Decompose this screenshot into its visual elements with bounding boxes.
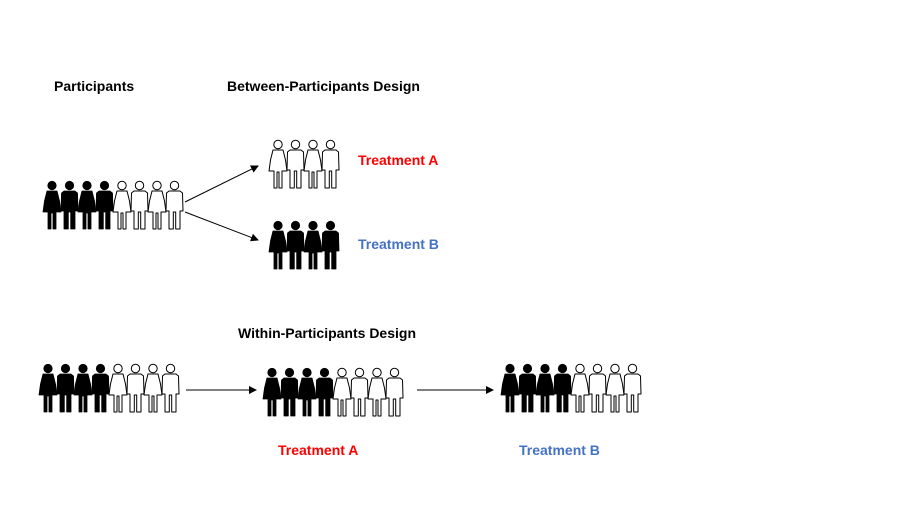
- within-design-title: Within-Participants Design: [238, 325, 416, 341]
- between-treatment-b-label: Treatment B: [358, 236, 439, 252]
- person-filled-icon: [303, 220, 323, 270]
- person-outline-icon: [385, 367, 404, 417]
- person-outline-icon: [303, 139, 323, 189]
- person-outline-icon: [321, 139, 340, 189]
- person-outline-icon: [126, 363, 145, 413]
- person-outline-icon: [108, 363, 128, 413]
- person-filled-icon: [321, 220, 340, 270]
- person-outline-icon: [268, 139, 288, 189]
- arrow-to-group-a: [184, 165, 259, 203]
- person-filled-icon: [535, 363, 555, 413]
- person-filled-icon: [91, 363, 110, 413]
- person-outline-icon: [588, 363, 607, 413]
- between-group-a: [268, 139, 340, 189]
- person-filled-icon: [262, 367, 282, 417]
- person-filled-icon: [315, 367, 334, 417]
- person-filled-icon: [297, 367, 317, 417]
- person-outline-icon: [161, 363, 180, 413]
- person-outline-icon: [143, 363, 163, 413]
- within-start-group: [38, 363, 180, 413]
- arrow-to-group-b: [184, 211, 259, 242]
- person-filled-icon: [77, 180, 97, 230]
- person-filled-icon: [268, 220, 288, 270]
- between-design-title: Between-Participants Design: [227, 78, 420, 94]
- person-filled-icon: [280, 367, 299, 417]
- person-filled-icon: [518, 363, 537, 413]
- person-outline-icon: [570, 363, 590, 413]
- person-outline-icon: [165, 180, 184, 230]
- person-outline-icon: [332, 367, 352, 417]
- person-outline-icon: [350, 367, 369, 417]
- person-outline-icon: [286, 139, 305, 189]
- person-filled-icon: [60, 180, 79, 230]
- person-filled-icon: [56, 363, 75, 413]
- person-outline-icon: [623, 363, 642, 413]
- person-filled-icon: [286, 220, 305, 270]
- person-outline-icon: [367, 367, 387, 417]
- within-treatment-a-label: Treatment A: [278, 442, 358, 458]
- person-filled-icon: [73, 363, 93, 413]
- within-after-b-group: [500, 363, 642, 413]
- person-filled-icon: [553, 363, 572, 413]
- within-after-a-group: [262, 367, 404, 417]
- person-filled-icon: [95, 180, 114, 230]
- person-filled-icon: [500, 363, 520, 413]
- within-treatment-b-label: Treatment B: [519, 442, 600, 458]
- person-outline-icon: [147, 180, 167, 230]
- participants-pool-group: [42, 180, 184, 230]
- participants-label: Participants: [54, 78, 134, 94]
- person-filled-icon: [42, 180, 62, 230]
- between-group-b: [268, 220, 340, 270]
- person-outline-icon: [605, 363, 625, 413]
- person-outline-icon: [112, 180, 132, 230]
- between-treatment-a-label: Treatment A: [358, 152, 438, 168]
- person-filled-icon: [38, 363, 58, 413]
- person-outline-icon: [130, 180, 149, 230]
